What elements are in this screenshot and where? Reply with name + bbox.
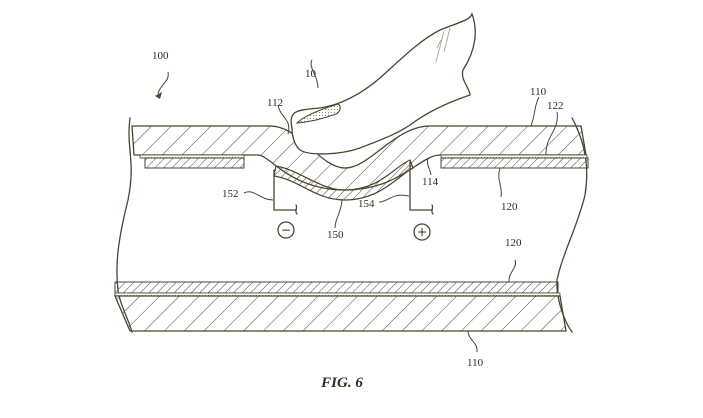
positive-terminal-icon xyxy=(413,223,431,241)
actuator-plate xyxy=(273,159,414,201)
leader-110-top xyxy=(530,96,540,127)
label-122: 122 xyxy=(547,100,564,112)
positive-sign: + xyxy=(417,225,427,239)
label-112: 112 xyxy=(267,97,283,109)
label-154: 154 xyxy=(358,198,375,210)
leader-154 xyxy=(378,194,410,203)
finger-creases xyxy=(435,27,451,63)
leader-112 xyxy=(277,104,290,135)
leader-122 xyxy=(545,111,558,156)
label-150: 150 xyxy=(327,229,344,241)
leader-100 xyxy=(157,71,169,95)
top-layer-right xyxy=(440,157,589,169)
leader-152 xyxy=(243,191,274,201)
leader-120-bottom xyxy=(508,259,517,283)
leader-114 xyxy=(426,157,432,176)
electrode-left-wire xyxy=(273,169,298,215)
label-100: 100 xyxy=(152,50,169,62)
figure-caption: FIG. 6 xyxy=(320,375,363,391)
bottom-cover-layer xyxy=(114,295,567,332)
label-10: 10 xyxy=(305,68,317,80)
finger-icon xyxy=(290,12,476,155)
leader-100-arrow xyxy=(155,92,162,99)
label-110-bottom: 110 xyxy=(467,357,484,369)
label-120-bottom: 120 xyxy=(505,237,522,249)
label-114: 114 xyxy=(422,176,439,188)
bottom-layer xyxy=(114,281,559,294)
leader-110-bottom xyxy=(467,330,478,353)
leader-120-top xyxy=(498,167,502,198)
negative-sign: − xyxy=(281,223,291,237)
negative-terminal-icon xyxy=(277,221,295,239)
top-layer-left xyxy=(144,157,245,169)
leader-10 xyxy=(310,59,319,89)
label-110-top: 110 xyxy=(530,86,547,98)
label-120-top: 120 xyxy=(501,201,518,213)
label-152: 152 xyxy=(222,188,239,200)
electrode-right-wire xyxy=(409,161,434,215)
fingernail xyxy=(295,103,341,124)
leader-150 xyxy=(334,199,343,229)
